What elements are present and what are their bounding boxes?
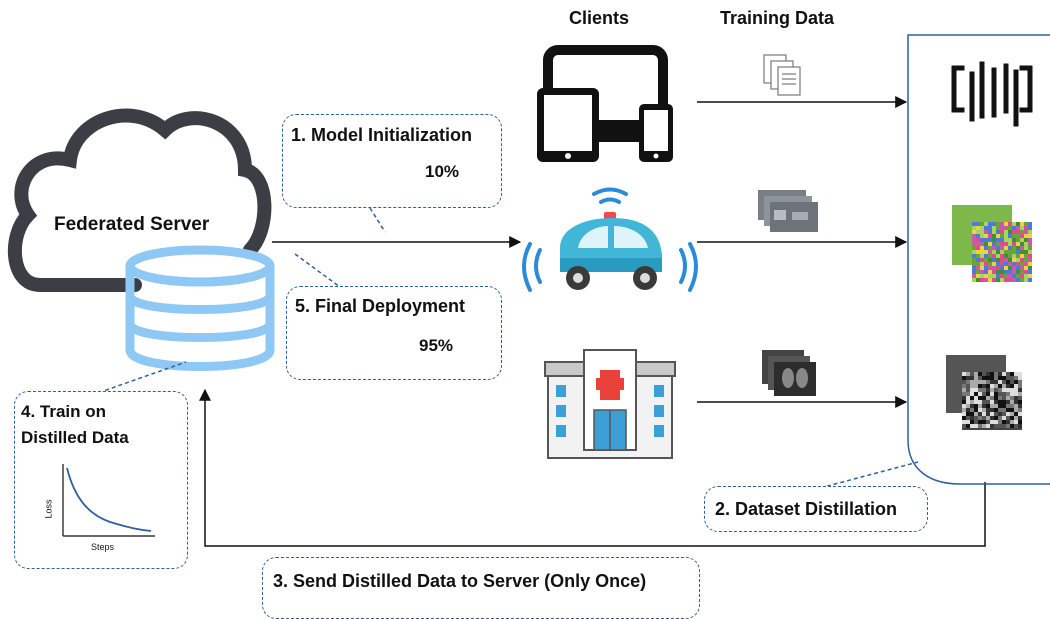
distilled-image-noise-color [952, 205, 1032, 282]
distilled-text-icon [951, 61, 1033, 127]
send-distilled-title: 3. Send Distilled Data to Server (Only O… [273, 571, 647, 591]
training-data-header: Training Data [720, 8, 835, 28]
federated-server-label: Federated Server [54, 214, 210, 235]
loss-curve-chart [62, 464, 155, 537]
loss-chart-ylabel: Loss [43, 499, 54, 519]
model-initialization-title: 1. Model Initialization [291, 125, 473, 145]
model-initialization-callout: 1. Model Initialization 10% [282, 114, 502, 208]
model-initialization-value: 10% [425, 162, 460, 181]
diagram-canvas: Clients Training Data [7, 8, 1050, 619]
loss-chart-xlabel: Steps [91, 542, 115, 552]
car-icon [522, 187, 698, 292]
cloud-icon [7, 108, 272, 292]
send-distilled-callout: 3. Send Distilled Data to Server (Only O… [262, 557, 700, 619]
train-distilled-line2: Distilled Data [21, 428, 129, 447]
dataset-distillation-title: 2. Dataset Distillation [715, 499, 898, 519]
final-deployment-title: 5. Final Deployment [295, 296, 466, 316]
devices-icon [537, 45, 673, 162]
database-icon [125, 245, 275, 371]
distilled-image-noise-gray [946, 355, 1022, 430]
documents-icon [763, 54, 801, 96]
distilled-data-panel [907, 34, 1050, 485]
train-distilled-callout: 4. Train on Distilled Data Steps Loss [14, 391, 188, 569]
final-deployment-value: 95% [419, 336, 454, 355]
clients-header: Clients [569, 8, 630, 28]
hospital-icon [544, 349, 676, 459]
train-distilled-line1: 4. Train on [21, 402, 107, 421]
dataset-distillation-callout: 2. Dataset Distillation [704, 486, 928, 532]
final-deployment-callout: 5. Final Deployment 95% [286, 286, 502, 380]
street-images-icon [758, 190, 818, 232]
xray-images-icon [762, 350, 816, 396]
